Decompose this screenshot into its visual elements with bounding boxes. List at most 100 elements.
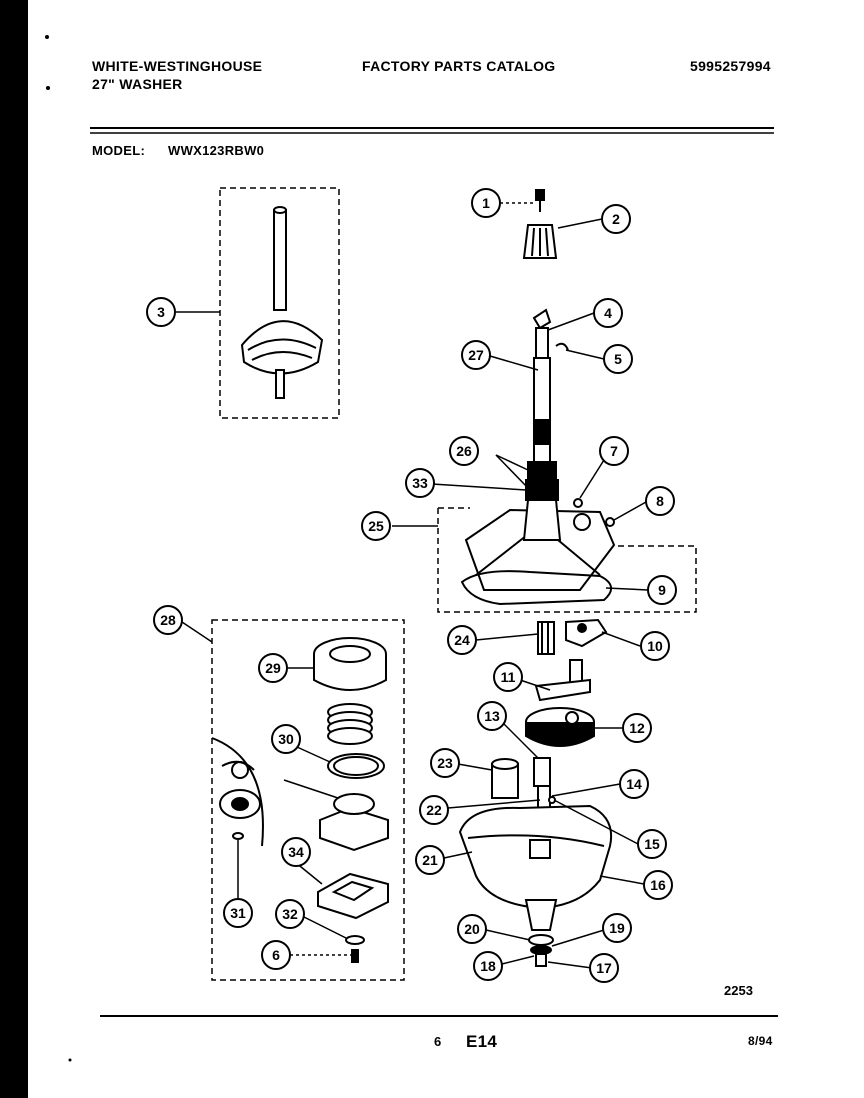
page-number: 6 (434, 1034, 442, 1049)
callout-7: 7 (599, 436, 629, 466)
brand-name: WHITE-WESTINGHOUSE (92, 58, 263, 74)
header-rule (90, 127, 774, 134)
callout-circles: 1 2 3 4 5 6 7 8 9 10 11 12 13 14 15 16 1… (146, 188, 677, 983)
part-29-ring (313, 637, 387, 691)
callout-23: 23 (430, 748, 460, 778)
svg-text:5: 5 (614, 351, 622, 367)
callout-13: 13 (477, 701, 507, 731)
svg-text:30: 30 (278, 731, 294, 747)
part-2-cap (522, 224, 558, 259)
part-1-screw (535, 189, 545, 212)
callout-3: 3 (146, 297, 176, 327)
part-7-8-screws (573, 498, 615, 527)
callout-33: 33 (405, 468, 435, 498)
svg-text:25: 25 (368, 518, 384, 534)
callout-2: 2 (601, 204, 631, 234)
part-32-washer (345, 935, 365, 945)
part-5-clip (555, 342, 569, 351)
callout-17: 17 (589, 953, 619, 983)
svg-text:29: 29 (265, 660, 281, 676)
svg-text:20: 20 (464, 921, 480, 937)
callout-6: 6 (261, 940, 291, 970)
svg-text:9: 9 (658, 582, 666, 598)
part-31-bearing (219, 760, 261, 840)
part-12-gear (525, 707, 595, 747)
svg-text:14: 14 (626, 776, 642, 792)
detail-leader (283, 779, 339, 799)
callout-25: 25 (361, 511, 391, 541)
svg-text:13: 13 (484, 708, 500, 724)
catalog-title: FACTORY PARTS CATALOG (362, 58, 556, 74)
product-name: 27" WASHER (92, 76, 183, 92)
callout-4: 4 (593, 298, 623, 328)
callout-20: 20 (457, 914, 487, 944)
part-3-transmission-assembly (240, 206, 324, 399)
callout-21: 21 (415, 845, 445, 875)
svg-text:21: 21 (422, 852, 438, 868)
svg-text:33: 33 (412, 475, 428, 491)
svg-text:19: 19 (609, 920, 625, 936)
svg-text:10: 10 (647, 638, 663, 654)
scan-marks (0, 35, 72, 1062)
svg-text:26: 26 (456, 443, 472, 459)
leader-lines (176, 202, 649, 969)
callout-18: 18 (473, 951, 503, 981)
part-24-pinion (537, 621, 555, 655)
callout-15: 15 (637, 829, 667, 859)
callout-14: 14 (619, 769, 649, 799)
callout-28: 28 (153, 605, 183, 635)
svg-text:31: 31 (230, 905, 246, 921)
part-13-23-gears (491, 757, 551, 799)
callout-26: 26 (449, 436, 479, 466)
svg-text:28: 28 (160, 612, 176, 628)
callout-5: 5 (603, 344, 633, 374)
callout-8: 8 (645, 486, 675, 516)
svg-text:17: 17 (596, 960, 612, 976)
callout-24: 24 (447, 625, 477, 655)
callout-32: 32 (275, 899, 305, 929)
svg-text:27: 27 (468, 347, 484, 363)
part-29-spring (327, 703, 373, 745)
catalog-number: 5995257994 (690, 58, 771, 74)
svg-text:1: 1 (482, 195, 490, 211)
svg-text:16: 16 (650, 877, 666, 893)
svg-text:7: 7 (610, 443, 618, 459)
svg-text:11: 11 (501, 669, 516, 685)
svg-text:6: 6 (272, 947, 280, 963)
callout-16: 16 (643, 870, 673, 900)
svg-text:8: 8 (656, 493, 664, 509)
svg-text:34: 34 (288, 844, 304, 860)
callout-27: 27 (461, 340, 491, 370)
callout-29: 29 (258, 653, 288, 683)
callout-19: 19 (602, 913, 632, 943)
detail-arc (211, 737, 264, 847)
svg-text:12: 12 (629, 720, 645, 736)
section-code: E14 (466, 1032, 498, 1051)
part-27-agitator-shaft (532, 308, 552, 469)
bearing-housing (319, 793, 389, 852)
part-34-gasket (317, 872, 389, 920)
callout-12: 12 (622, 713, 652, 743)
group-box-28 (211, 619, 405, 981)
callout-10: 10 (640, 631, 670, 661)
part-17-20-seals (528, 934, 554, 967)
svg-text:4: 4 (604, 305, 612, 321)
svg-text:15: 15 (644, 836, 660, 852)
part-26-33-seals (525, 461, 559, 501)
callout-9: 9 (647, 575, 677, 605)
callout-30: 30 (271, 724, 301, 754)
callout-22: 22 (419, 795, 449, 825)
svg-text:32: 32 (282, 906, 298, 922)
svg-text:2: 2 (612, 211, 620, 227)
callout-11: 11 (493, 662, 523, 692)
catalog-page (28, 0, 864, 1098)
part-30-ring (327, 753, 385, 779)
part-25-housing-cover (464, 499, 616, 591)
svg-text:23: 23 (437, 755, 453, 771)
callout-1: 1 (471, 188, 501, 218)
drawing-number: 2253 (724, 983, 753, 998)
model-value: WWX123RBW0 (168, 143, 265, 158)
svg-text:24: 24 (454, 632, 470, 648)
group-box-25 (437, 508, 697, 613)
